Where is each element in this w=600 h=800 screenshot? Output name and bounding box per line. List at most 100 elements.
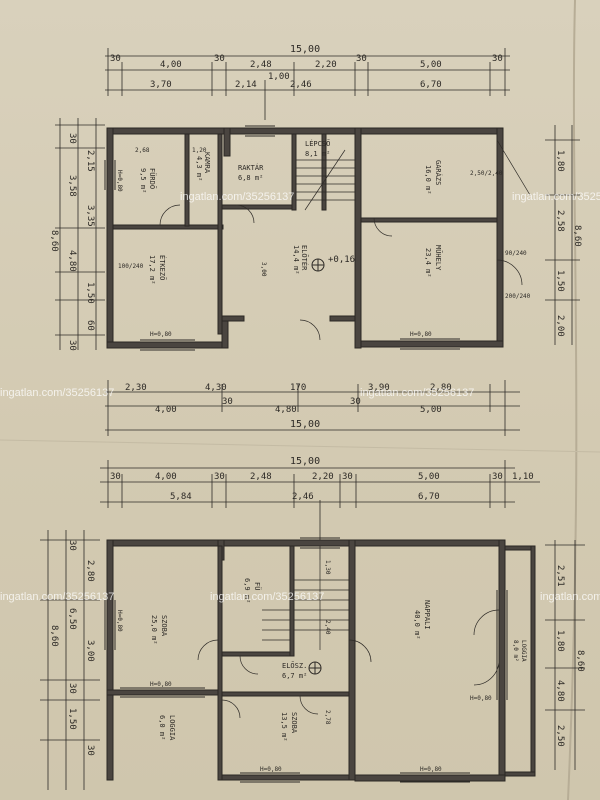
upper-dim-sec: 5,84 <box>170 492 192 502</box>
ground-dim-seg: 30 <box>110 54 121 64</box>
upper-left-dim: 30 <box>85 745 95 756</box>
ground-left-dim: 1,50 <box>85 282 95 304</box>
plan-note: +0,16 <box>328 255 355 265</box>
room-area: 6,9 m² <box>243 578 251 603</box>
plan-note: H=0,80 <box>116 170 123 192</box>
upper-windows <box>104 537 508 783</box>
ground-left-dimension-lines <box>55 118 105 350</box>
plan-note: H=0,80 <box>410 331 432 338</box>
upper-left-dim: 30 <box>67 683 77 694</box>
plan-note: 1,30 <box>324 560 331 575</box>
upper-total-width: 15,00 <box>290 456 320 467</box>
ground-right-dim: 1,80 <box>555 150 565 172</box>
upper-left-dim: 2,80 <box>85 560 95 582</box>
upper-dim-seg: 4,00 <box>155 472 177 482</box>
ground-right-dimension-lines <box>545 125 580 345</box>
ground-dim-sec: 6,70 <box>420 80 442 90</box>
upper-left-dim: 30 <box>67 540 77 551</box>
upper-left-dimension-lines <box>40 530 100 790</box>
upper-walls <box>106 539 536 782</box>
ground-walls <box>106 127 504 349</box>
ground-bottom-dim: 2,80 <box>430 383 452 393</box>
plan-note: 2,40 <box>324 620 331 635</box>
plan-note: 100/240 <box>118 263 144 270</box>
ground-dim-seg: 5,00 <box>420 60 442 70</box>
ground-top-dimension-lines <box>105 48 510 120</box>
upper-dim-sec: 2,46 <box>292 492 314 502</box>
ground-dim-sec: 2,14 <box>235 80 257 90</box>
ground-dim-seg: 30 <box>356 54 367 64</box>
ground-bottom-dim: 170 <box>290 383 306 393</box>
upper-right-dim: 2,51 <box>555 565 565 587</box>
ground-bottom-dim: 30 <box>350 397 361 407</box>
ground-bottom-total: 15,00 <box>290 419 320 430</box>
room-area: 25,0 m² <box>150 615 158 645</box>
room-area: 8,1 m² <box>305 150 330 158</box>
ground-left-dim: 3,35 <box>85 205 95 227</box>
watermark: ingatlan.com/35256137 <box>540 591 600 603</box>
upper-dim-seg: 30 <box>110 472 121 482</box>
room-name: LOGGIA <box>168 715 176 741</box>
upper-dim-seg: 5,00 <box>418 472 440 482</box>
plan-note: 200/240 <box>505 293 531 300</box>
ground-dim-seg: 30 <box>214 54 225 64</box>
plan-note: H=0,80 <box>470 695 492 702</box>
upper-dim-seg: 30 <box>342 472 353 482</box>
upper-dim-seg: 1,10 <box>512 472 534 482</box>
upper-dim-seg: 30 <box>214 472 225 482</box>
ground-bottom-dim: 30 <box>222 397 233 407</box>
upper-dim-seg: 30 <box>492 472 503 482</box>
ground-bottom-dim: 4,80 <box>275 405 297 415</box>
upper-dim-seg: 2,48 <box>250 472 272 482</box>
upper-top-dimension-lines <box>100 460 540 560</box>
ground-dim-sec: 1,00 <box>268 72 290 82</box>
paper-crease <box>0 439 600 453</box>
plan-note: H=0,80 <box>150 331 172 338</box>
plan-note: H=0,80 <box>116 610 123 632</box>
room-name: ELŐTÉR <box>300 245 309 271</box>
ground-left-dim: 60 <box>85 320 95 331</box>
ground-left-dim: 30 <box>67 133 77 144</box>
room-area: 40,0 m² <box>413 610 421 640</box>
upper-dim-seg: 2,20 <box>312 472 334 482</box>
room-area: 9,5 m² <box>139 168 147 193</box>
ground-floor-plan: 15,00 30 4,00 30 2,48 2,20 30 5,00 30 3,… <box>49 44 582 436</box>
room-name: SZOBA <box>160 615 168 637</box>
watermark: ingatlan.com/35256137 <box>360 387 474 399</box>
watermark: ingatlan.com/35256137 <box>210 591 324 603</box>
plan-note: H=0,80 <box>420 766 442 773</box>
ground-dim-seg: 30 <box>492 54 503 64</box>
room-name: NAPPALI <box>423 600 431 630</box>
upper-left-dim: 8,60 <box>49 625 59 647</box>
room-area: 8,0 m² <box>512 640 519 662</box>
room-area: 13,5 m² <box>280 712 288 742</box>
plan-note: 3,00 <box>260 262 267 277</box>
ground-dim-seg: 2,20 <box>315 60 337 70</box>
ground-dim-sec: 3,70 <box>150 80 172 90</box>
upper-doors <box>197 609 500 719</box>
upper-right-dim: 4,80 <box>555 680 565 702</box>
upper-right-dim: 2,50 <box>555 725 565 747</box>
ground-left-dim: 8,60 <box>49 230 59 252</box>
ground-dim-seg: 2,48 <box>250 60 272 70</box>
plan-note: 90/240 <box>505 250 527 257</box>
ground-bottom-dim: 3,90 <box>368 383 390 393</box>
room-area: 4,3 m² <box>195 156 203 181</box>
ground-dim-seg: 4,00 <box>160 60 182 70</box>
plan-note: 2,68 <box>135 147 150 154</box>
room-name: FÜRDŐ <box>148 168 157 189</box>
upper-floor-plan: 15,00 30 4,00 30 2,48 2,20 30 5,00 30 1,… <box>40 456 585 790</box>
ground-dim-sec: 2,46 <box>290 80 312 90</box>
ground-windows <box>104 125 460 351</box>
ground-total-width: 15,00 <box>290 44 320 55</box>
watermark: ingatlan.com/35256137 <box>512 191 600 203</box>
room-area: 14,4 m² <box>292 245 300 275</box>
room-name: RAKTÁR <box>238 163 264 172</box>
room-name: MŰHELY <box>434 245 443 271</box>
ground-bottom-dimension-lines <box>105 380 520 436</box>
ground-left-dim: 4,80 <box>67 250 77 272</box>
ground-right-dim: 8,60 <box>572 225 582 247</box>
ground-bottom-dim: 4,30 <box>205 383 227 393</box>
room-name: ÉTKEZŐ <box>158 255 167 280</box>
